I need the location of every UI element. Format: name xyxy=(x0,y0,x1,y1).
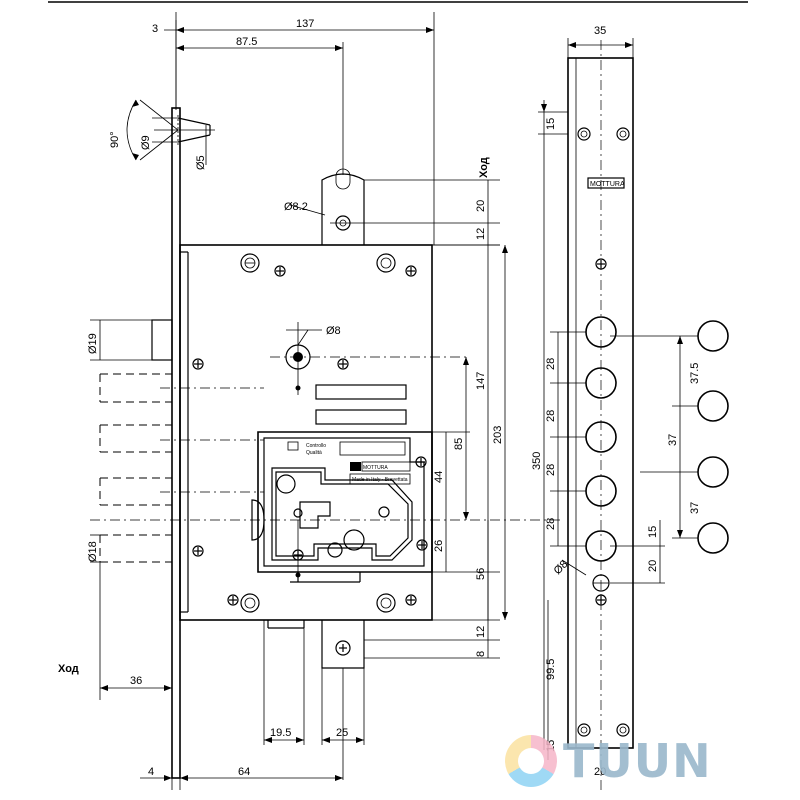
bolt-pitch-2: 37 xyxy=(667,434,679,446)
mech-text-made-in: Made in Italy · Brevettata xyxy=(352,477,408,483)
bottom-latch-bracket xyxy=(267,620,365,669)
stroke-label-left: Ход xyxy=(58,663,79,675)
mech-text-control: Controllo xyxy=(306,443,326,449)
dim-147: 147 xyxy=(475,372,487,390)
strike-brand: MOTTURA xyxy=(590,181,625,188)
dim-85: 85 xyxy=(453,438,465,450)
dim-44: 44 xyxy=(433,471,445,483)
dim-26: 26 xyxy=(433,540,445,552)
dim-3: 3 xyxy=(152,23,158,35)
bolt-hole-group xyxy=(610,320,729,584)
faceplate xyxy=(171,20,181,790)
hole-label-19: Ø19 xyxy=(87,333,99,354)
mech-text-quality: Qualità xyxy=(306,450,322,456)
dim-87-5: 87.5 xyxy=(236,36,257,48)
top-dimensions xyxy=(164,12,435,245)
bolt-pitch-5: 20 xyxy=(647,560,659,572)
mech-text-brand: MOTTURA xyxy=(363,465,388,471)
dim-64: 64 xyxy=(238,766,250,778)
lock-mechanism xyxy=(90,431,560,583)
strike-pitch-2: 28 xyxy=(545,410,557,422)
dim-12-top: 12 xyxy=(475,228,487,240)
dim-56: 56 xyxy=(475,568,487,580)
dim-25: 25 xyxy=(336,727,348,739)
watermark: TUUN xyxy=(505,728,712,794)
strike-pitch-3: 28 xyxy=(545,464,557,476)
strike-bottom-length: 99.5 xyxy=(545,659,557,680)
dim-19-5: 19.5 xyxy=(270,727,291,739)
handle-spindle xyxy=(270,322,470,395)
bolt-pitch-4: 15 xyxy=(647,526,659,538)
dim-4: 4 xyxy=(148,766,154,778)
countersink-detail xyxy=(126,99,215,165)
hole-label-9: Ø9 xyxy=(140,135,152,150)
strike-pitch-1: 28 xyxy=(545,358,557,370)
top-latch-bracket xyxy=(289,168,500,246)
strike-plate xyxy=(538,38,634,790)
dim-36: 36 xyxy=(130,675,142,687)
dim-8: 8 xyxy=(475,651,487,657)
strike-height: 350 xyxy=(531,452,543,470)
strike-pitch-4: 28 xyxy=(545,518,557,530)
bolt-pitch-3: 37 xyxy=(689,502,701,514)
case-screws xyxy=(192,253,428,613)
strike-bottom-width: 20 xyxy=(594,766,606,778)
strike-top-offset: 15 xyxy=(545,118,557,130)
bolt-pitch-1: 37.5 xyxy=(689,363,701,384)
watermark-logo-icon xyxy=(505,735,557,787)
strike-width: 35 xyxy=(594,25,606,37)
dim-203: 203 xyxy=(492,426,504,444)
left-bolts xyxy=(90,319,264,563)
watermark-text: TUUN xyxy=(563,734,712,788)
dim-12-bottom: 12 xyxy=(475,626,487,638)
hole-label-18: Ø18 xyxy=(87,541,99,562)
hole-label-spindle: Ø8 xyxy=(326,325,341,337)
angle-label: 90° xyxy=(109,131,121,148)
vertical-dimensions xyxy=(445,180,508,658)
stroke-label-right: Ход xyxy=(478,157,490,178)
dim-20: 20 xyxy=(475,200,487,212)
dim-137: 137 xyxy=(296,18,314,30)
latch-slots xyxy=(315,384,407,425)
hole-label-5: Ø5 xyxy=(195,155,207,170)
extension-lines-right xyxy=(364,244,500,659)
hole-label-8-2: Ø8.2 xyxy=(284,201,308,213)
bottom-dimensions xyxy=(99,562,365,781)
